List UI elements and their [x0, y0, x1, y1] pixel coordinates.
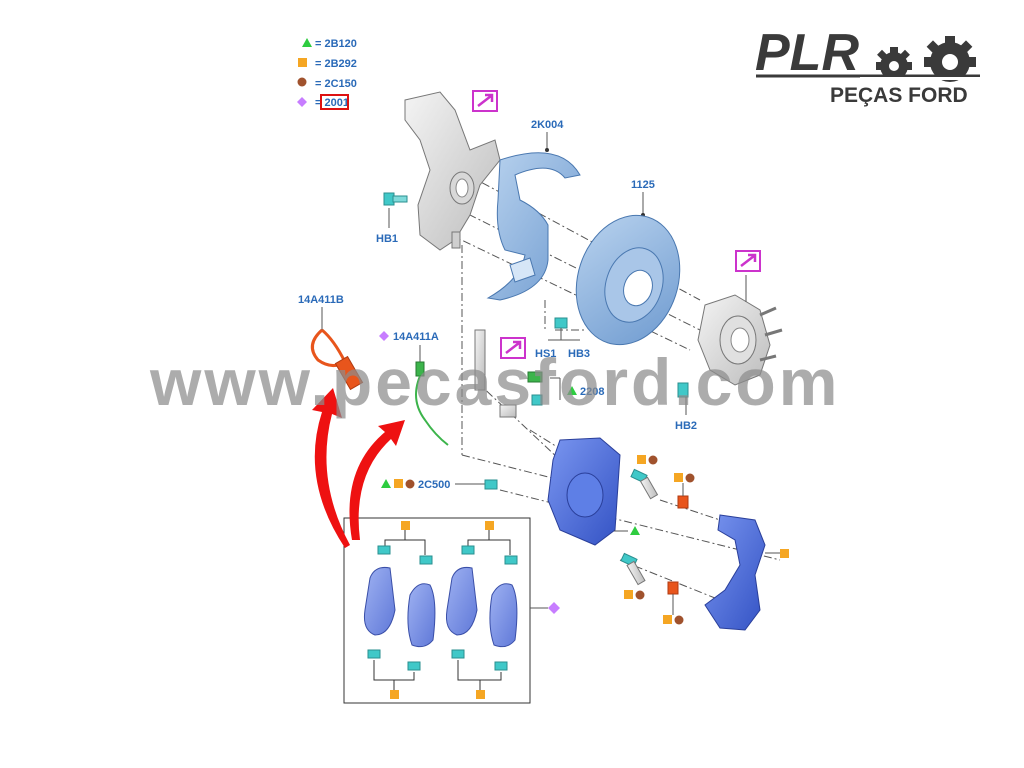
label-hb1: HB1 [376, 233, 398, 245]
orange-square-icon [476, 690, 485, 699]
red-arrow-icon [312, 388, 350, 548]
orange-square-icon [637, 455, 646, 464]
brake-caliper [547, 437, 640, 546]
orange-square-icon [624, 590, 633, 599]
label-2k004: 2K004 [531, 119, 564, 131]
brown-circle-icon [648, 455, 658, 465]
brown-circle-icon [297, 77, 307, 87]
label-14a411a: 14A411A [393, 331, 439, 343]
label-hb3: HB3 [568, 348, 590, 360]
hub-screws: HS1 HB3 [535, 317, 590, 360]
brown-circle-icon [405, 479, 415, 489]
orange-square-icon [298, 58, 307, 67]
watermark-text: www.pecasford.com [149, 345, 840, 419]
brand-logo: PLR PEÇAS FORD [755, 24, 984, 107]
label-hb2: HB2 [675, 420, 697, 432]
green-triangle-icon [302, 38, 312, 47]
logo-main-text: PLR [755, 24, 859, 82]
legend-item-2: = 2B292 [315, 58, 357, 70]
bleeder-screw: 2208 [527, 371, 604, 406]
highlight-box [320, 94, 349, 110]
legend: = 2B120 = 2B292 = 2C150 = 2001 [297, 38, 357, 110]
steering-knuckle [404, 91, 501, 251]
hub-bolt-hb2: HB2 [675, 382, 697, 432]
orange-square-icon [780, 549, 789, 558]
red-arrow-icon [349, 420, 405, 540]
label-2208: 2208 [580, 386, 604, 398]
caliper-bracket [704, 514, 789, 631]
orange-square-icon [485, 521, 494, 530]
orange-square-icon [674, 473, 683, 482]
hub-bolt-hb1: HB1 [376, 192, 408, 245]
brake-pad-kit [343, 517, 560, 704]
orange-square-icon [663, 615, 672, 624]
wear-sensor-a: 14A411A [379, 331, 449, 446]
label-2c500: 2C500 [418, 479, 450, 491]
orange-square-icon [394, 479, 403, 488]
brake-disc: 1125 [575, 179, 681, 346]
brown-circle-icon [674, 615, 684, 625]
gear-icon [876, 47, 912, 80]
green-triangle-icon [567, 386, 577, 395]
logo-sub-text: PEÇAS FORD [830, 84, 968, 107]
green-triangle-icon [381, 479, 391, 488]
brown-circle-icon [685, 473, 695, 483]
legend-item-4: = 2001 [315, 97, 349, 109]
orange-square-icon [401, 521, 410, 530]
orange-square-icon [390, 690, 399, 699]
legend-item-3: = 2C150 [315, 78, 357, 90]
guide-pin [474, 329, 517, 418]
label-14a411b: 14A411B [298, 294, 344, 306]
link-icon [472, 90, 498, 112]
label-hs1: HS1 [535, 348, 556, 360]
label-1125: 1125 [631, 179, 655, 191]
dust-shield: 2K004 [486, 119, 581, 301]
wheel-hub [697, 275, 783, 386]
brown-circle-icon [635, 590, 645, 600]
legend-item-1: = 2B120 [315, 38, 357, 50]
gear-icon [924, 36, 976, 82]
link-icon [735, 250, 761, 272]
purple-diamond-icon [379, 331, 389, 341]
green-triangle-icon [630, 526, 640, 535]
caliper-bolt-2c500: 2C500 [381, 479, 498, 491]
wear-sensor-b: 14A411B [298, 294, 364, 391]
link-icon [500, 337, 526, 359]
purple-diamond-icon [297, 97, 307, 107]
purple-diamond-icon [548, 602, 560, 614]
mounting-bolts [620, 455, 695, 625]
